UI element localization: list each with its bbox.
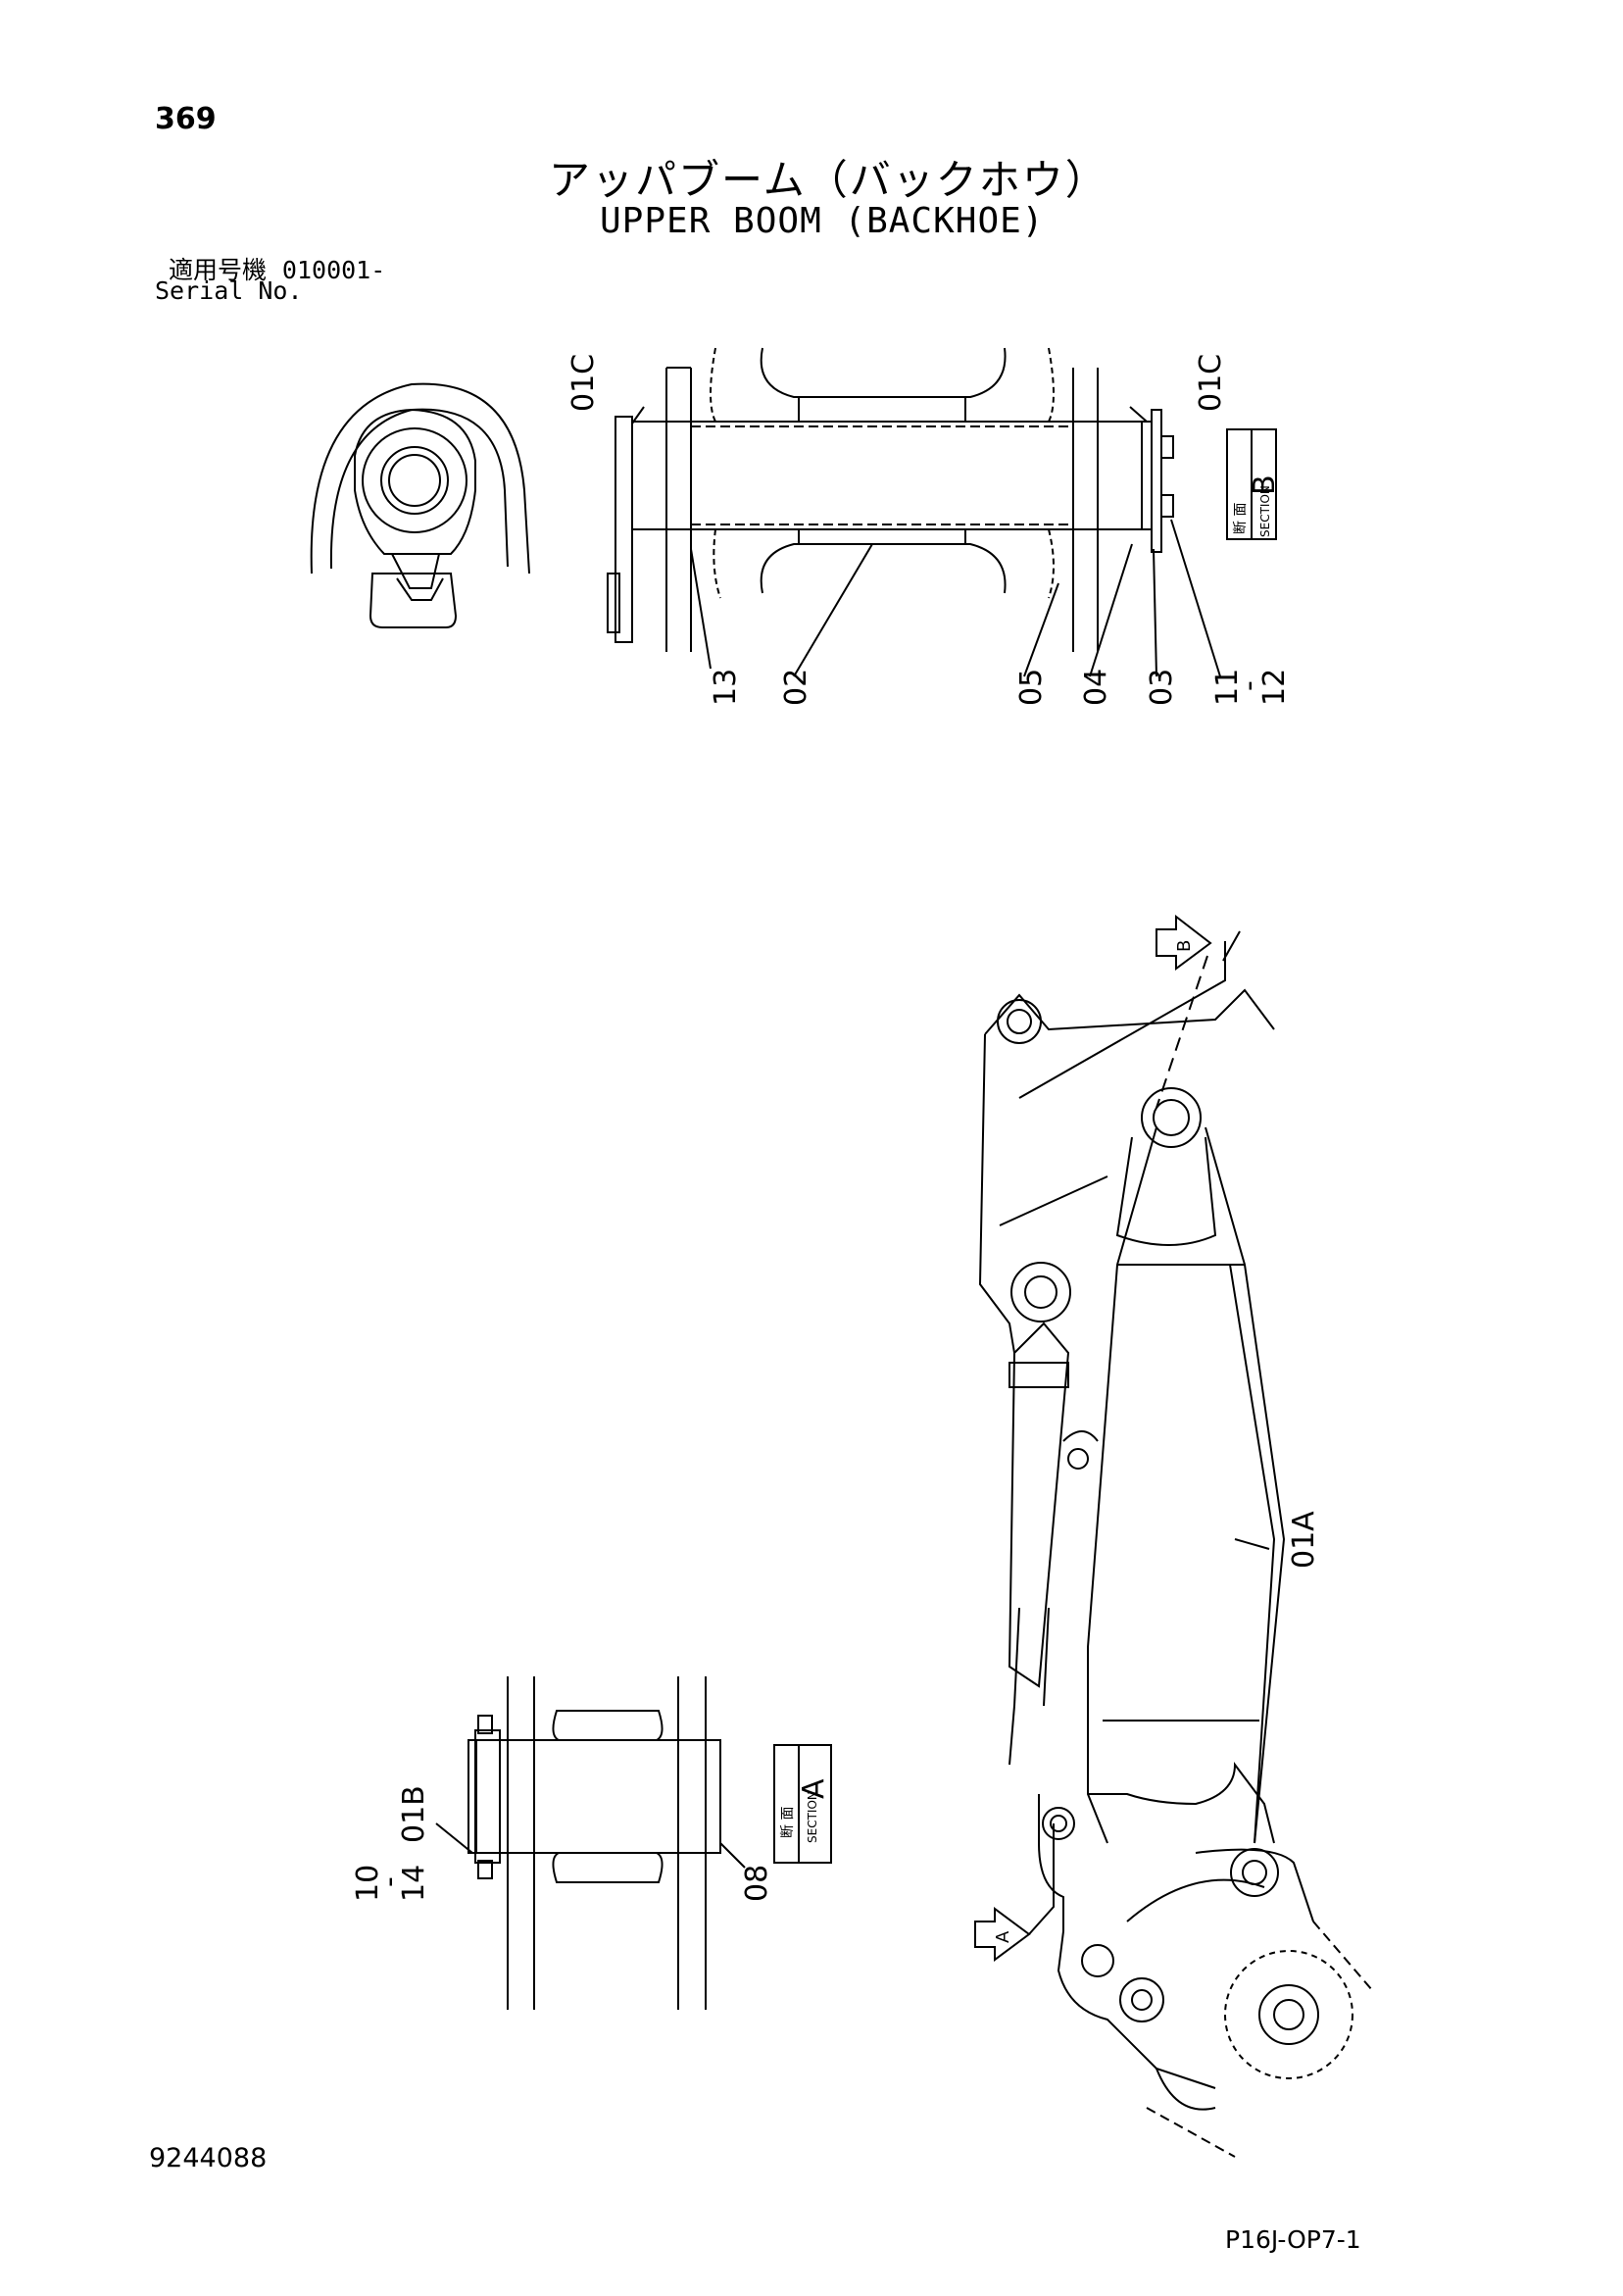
section-b-jp: 断 面: [1233, 503, 1249, 534]
callout-08: 08: [740, 1865, 774, 1902]
callout-range-dash-b: -: [1232, 680, 1266, 691]
title-japanese: アッパブーム（バックホウ）: [549, 156, 1108, 204]
section-b-letter: B: [1248, 474, 1282, 495]
boom-labels: 01A B A: [993, 940, 1321, 1943]
serial-label-en: Serial No.: [155, 276, 303, 305]
view-arrow-b-label: B: [1174, 940, 1195, 952]
callout-13: 13: [709, 669, 743, 706]
page-number: 369: [155, 102, 217, 136]
upper-boom-drawing: [974, 914, 1373, 2158]
callout-01a: 01A: [1287, 1511, 1321, 1569]
callout-05: 05: [1014, 669, 1049, 706]
section-a-en: SECTION: [806, 1791, 819, 1843]
view-arrow-a-label: A: [993, 1930, 1013, 1943]
callout-12: 12: [1257, 669, 1292, 706]
section-a-jp: 断 面: [780, 1807, 796, 1838]
serial-label-jp: 適用号機: [169, 256, 268, 284]
callout-02: 02: [779, 669, 813, 706]
section-b-drawing: [607, 347, 1277, 677]
section-b-en: SECTION: [1258, 485, 1272, 537]
title-english: UPPER BOOM (BACKHOE): [600, 201, 1045, 241]
serial-row: 適用号機 010001-: [169, 251, 385, 286]
callout-11: 11: [1210, 669, 1245, 706]
serial-value: 010001-: [281, 256, 386, 284]
callout-10: 10: [351, 1865, 385, 1902]
callout-14: 14: [397, 1865, 431, 1902]
callout-01c-right: 01C: [1194, 354, 1228, 412]
section-b-labels: 01C 01C 13 02 05 04 03 11 - 12 B 断 面 SEC…: [566, 354, 1292, 706]
callout-03: 03: [1145, 669, 1179, 706]
callout-01c-left: 01C: [566, 354, 601, 412]
pin-end-view: [310, 382, 530, 628]
callout-range-dash-a: -: [372, 1876, 407, 1887]
section-a-labels: 10 - 14 01B 08 A 断 面 SECTION: [351, 1778, 831, 1902]
page-code: P16J-OP7-1: [1225, 2225, 1361, 2254]
section-a-letter: A: [797, 1778, 831, 1799]
document-number: 9244088: [149, 2143, 268, 2173]
callout-01b: 01B: [397, 1785, 431, 1843]
callout-04: 04: [1079, 669, 1113, 706]
section-a-drawing: [435, 1676, 832, 2010]
